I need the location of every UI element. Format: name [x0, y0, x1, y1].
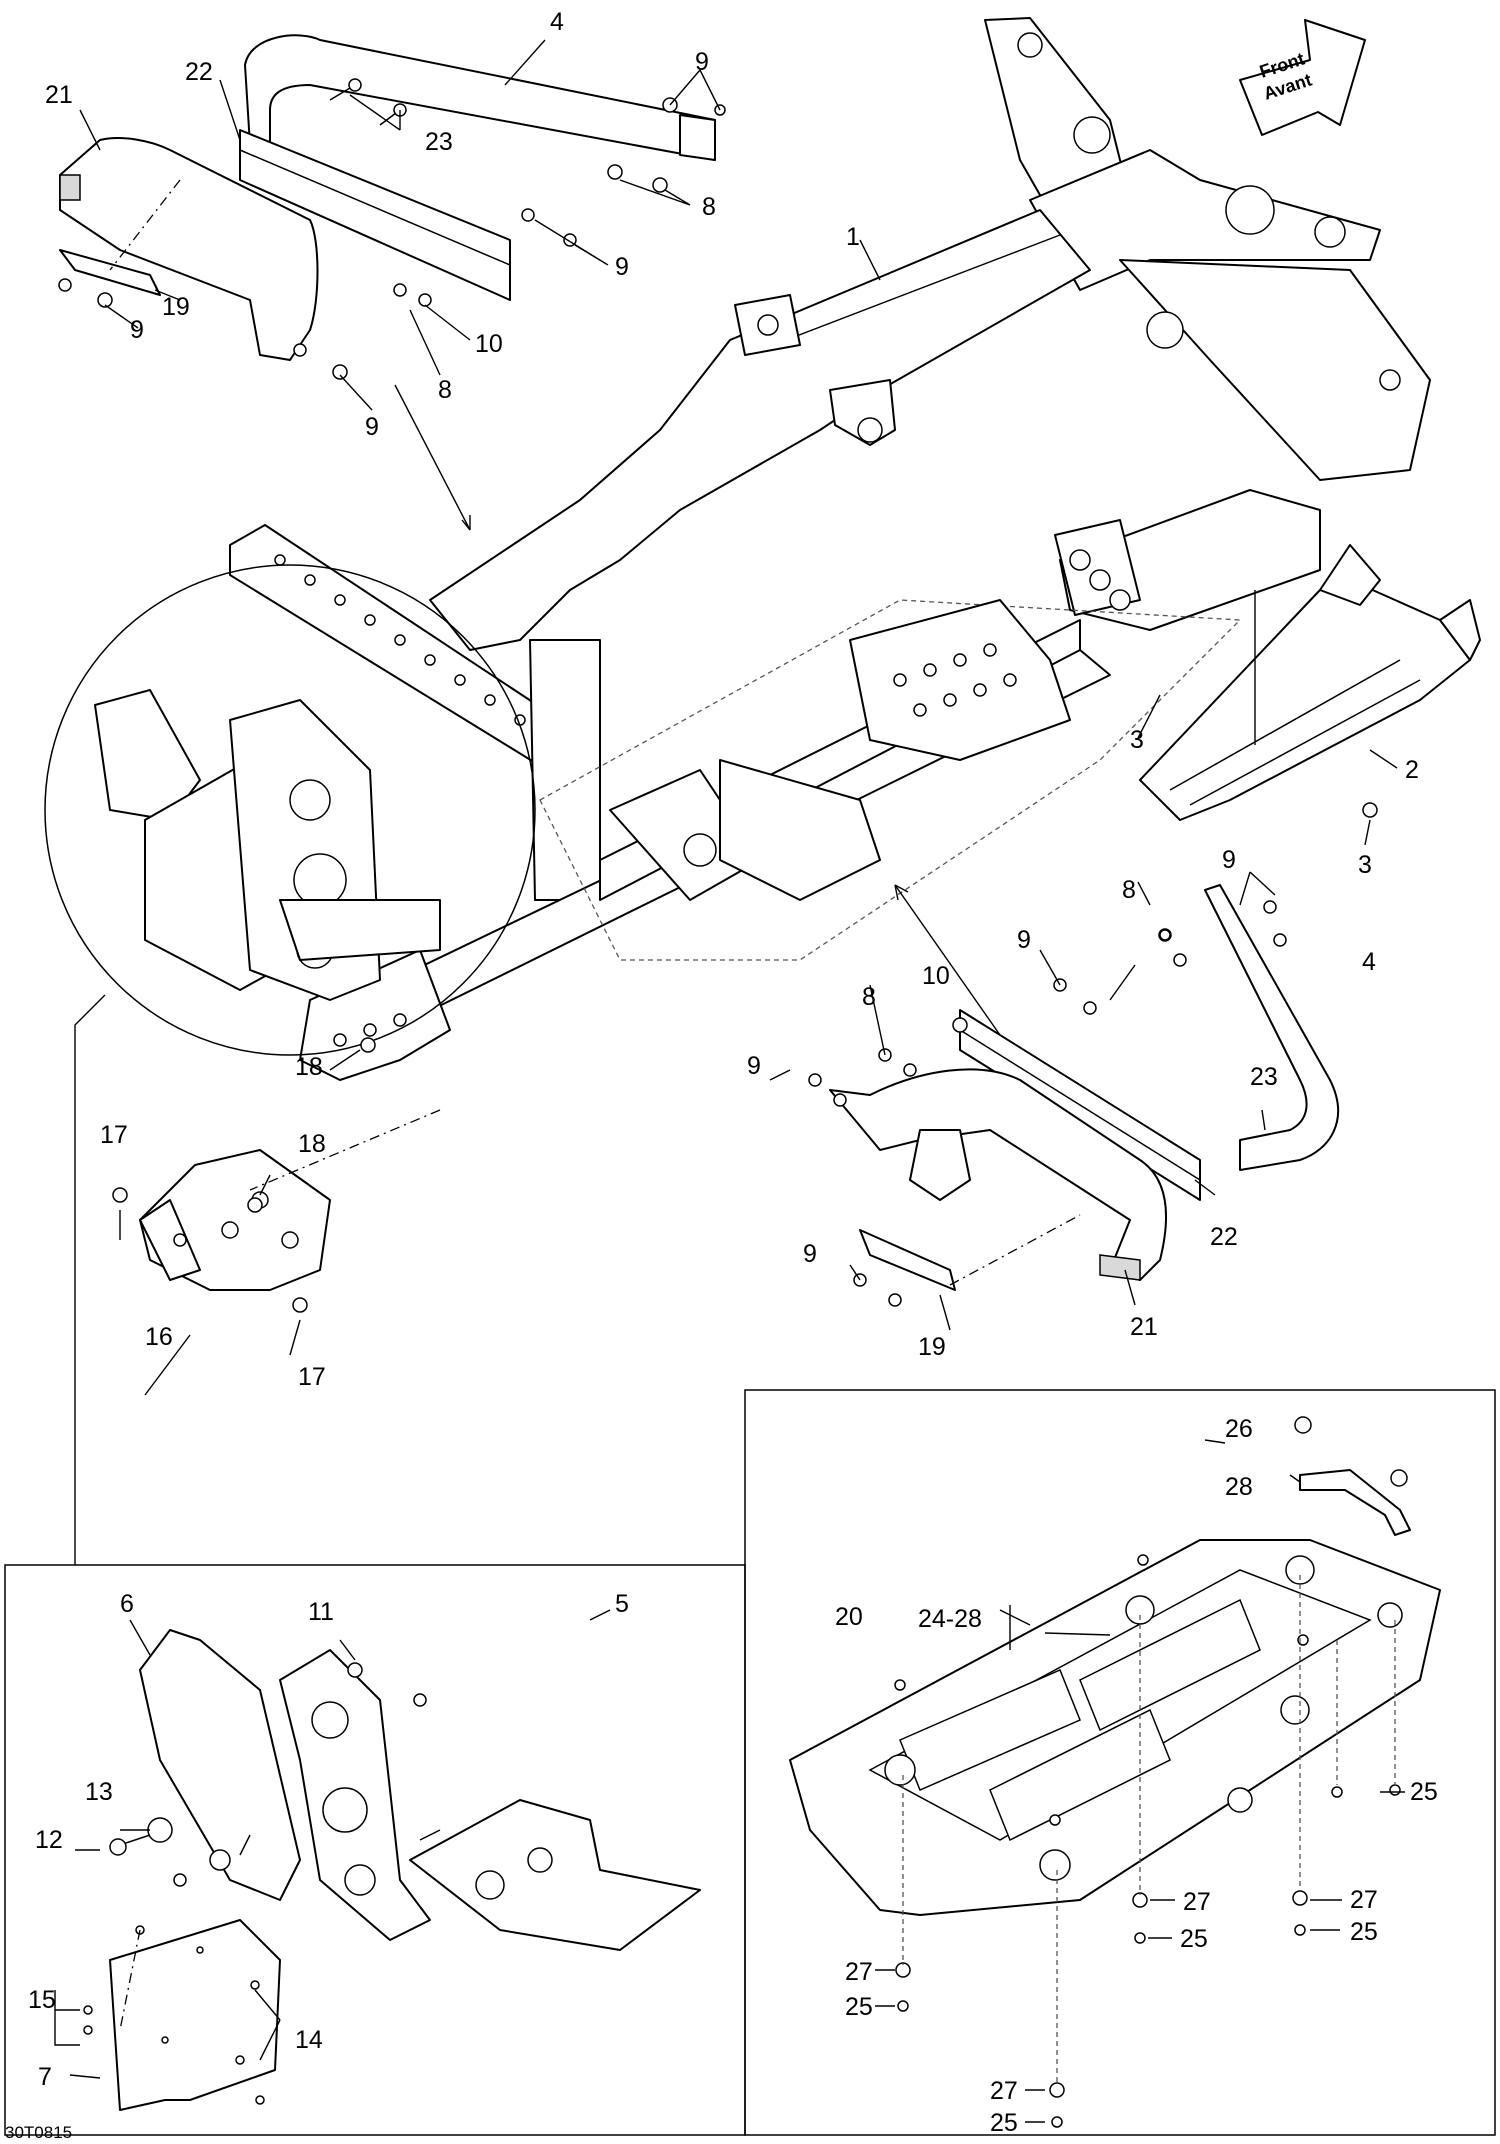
skid-panel-frame	[744, 1389, 1496, 2136]
callout-8a: 8	[702, 193, 716, 221]
callout-3b: 3	[1358, 851, 1372, 879]
callout-13: 13	[85, 1778, 113, 1806]
callout-9g: 9	[747, 1052, 761, 1080]
callout-12: 12	[35, 1826, 63, 1854]
callout-15: 15	[28, 1986, 56, 2014]
callout-8c: 8	[1122, 876, 1136, 904]
callout-23b: 23	[1250, 1063, 1278, 1091]
skid-plate-24-28	[789, 1416, 1441, 2128]
callout-22b: 22	[1210, 1223, 1238, 1251]
callout-5: 5	[615, 1590, 629, 1618]
diagram-code: 30T0815	[5, 2123, 72, 2142]
detail-circle	[44, 564, 536, 1056]
callout-9f: 9	[1017, 926, 1031, 954]
callout-10b: 10	[922, 962, 950, 990]
callout-16: 16	[145, 1323, 173, 1351]
lower-bumper-group	[808, 884, 1340, 1307]
callout-leaders	[54, 39, 1405, 2123]
callout-25a: 25	[1410, 1778, 1438, 1806]
callout-25e: 25	[990, 2109, 1018, 2137]
callout-19b: 19	[918, 1333, 946, 1361]
callout-labels: 1 2 3 3 4 4 5 6 7 8 8 8 8 9 9 9 9 9 9 9 …	[28, 8, 1438, 2137]
callout-1: 1	[846, 223, 860, 251]
callout-27a: 27	[1350, 1886, 1378, 1914]
callout-3a: 3	[1130, 726, 1144, 754]
callout-25b: 25	[1350, 1918, 1378, 1946]
callout-27d: 27	[990, 2077, 1018, 2105]
callout-17b: 17	[298, 1363, 326, 1391]
callout-9b: 9	[615, 253, 629, 281]
callout-9e: 9	[1222, 846, 1236, 874]
main-frame	[229, 17, 1431, 1081]
top-fasteners	[58, 78, 726, 380]
callout-18b: 18	[295, 1053, 323, 1081]
detail-circle-leader	[74, 994, 106, 1565]
callout-24-28: 24-28	[918, 1605, 982, 1633]
callout-9c: 9	[130, 316, 144, 344]
callout-26: 26	[1225, 1415, 1253, 1443]
top-bumper-group	[58, 34, 726, 531]
callout-9d: 9	[365, 413, 379, 441]
callout-9a: 9	[695, 48, 709, 76]
callout-8b: 8	[438, 376, 452, 404]
bracket-16	[112, 1037, 441, 1313]
engine-mount-holes	[893, 643, 1017, 717]
callout-17a: 17	[100, 1121, 128, 1149]
callout-10a: 10	[475, 330, 503, 358]
callout-8d: 8	[862, 983, 876, 1011]
callout-20: 20	[835, 1603, 863, 1631]
callout-14: 14	[295, 2026, 323, 2054]
inset-parts	[83, 1629, 701, 2111]
rear-beam-holes	[274, 554, 556, 746]
callout-28: 28	[1225, 1473, 1253, 1501]
front-direction-arrow: Front Avant	[1239, 19, 1366, 136]
callout-4b: 4	[1362, 948, 1376, 976]
skid-plate-2	[1139, 544, 1481, 821]
callout-7: 7	[38, 2063, 52, 2091]
callout-23a: 23	[425, 128, 453, 156]
callout-21a: 21	[45, 81, 73, 109]
callout-21b: 21	[1130, 1313, 1158, 1341]
callout-11: 11	[308, 1598, 334, 1626]
callout-27c: 27	[845, 1958, 873, 1986]
callout-2: 2	[1405, 756, 1419, 784]
callout-27b: 27	[1183, 1888, 1211, 1916]
callout-18a: 18	[298, 1130, 326, 1158]
callout-25c: 25	[1180, 1925, 1208, 1953]
callout-22a: 22	[185, 58, 213, 86]
callout-4a: 4	[550, 8, 564, 36]
callout-9h: 9	[803, 1240, 817, 1268]
callout-6: 6	[120, 1590, 134, 1618]
callout-25d: 25	[845, 1993, 873, 2021]
callout-19a: 19	[162, 293, 190, 321]
